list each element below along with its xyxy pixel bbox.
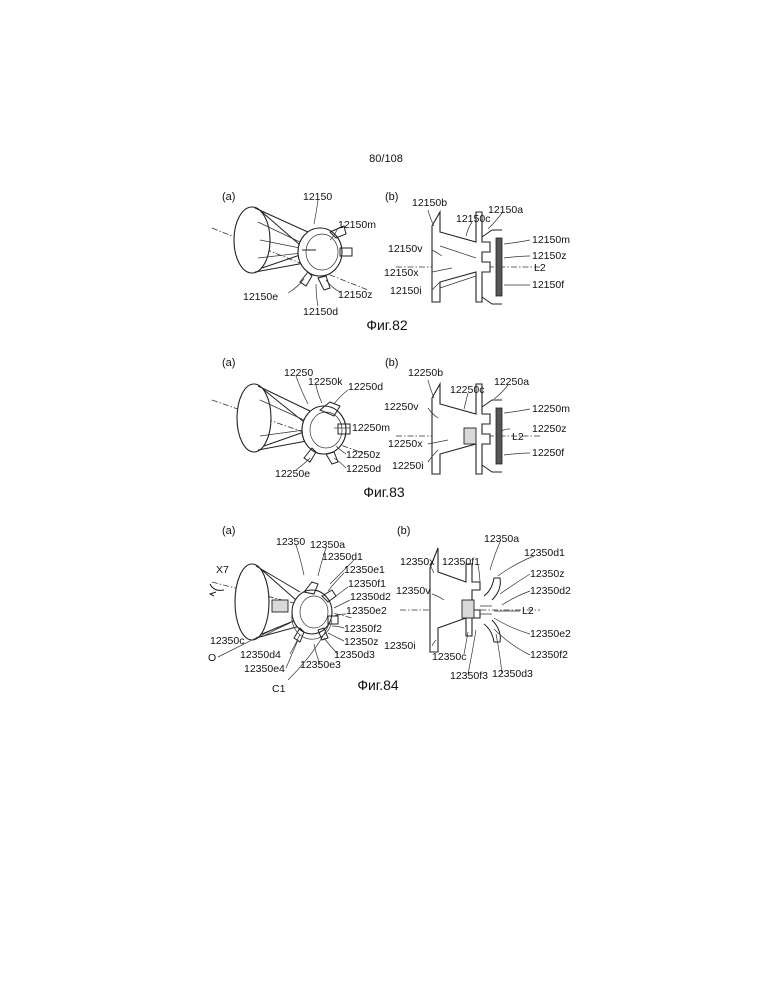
figure-82 xyxy=(212,207,540,304)
fig82b-label: 12150z xyxy=(532,250,566,262)
fig83b-label: 12250a xyxy=(494,376,529,388)
fig84a-label: X7 xyxy=(216,564,229,576)
fig84b-label: 12350x xyxy=(400,556,435,568)
fig84a-label: C1 xyxy=(272,683,286,695)
fig83b-label: 12250m xyxy=(532,403,570,415)
page-number: 80/108 xyxy=(369,153,403,165)
fig82b-label: 12150v xyxy=(388,243,423,255)
fig83a-label: 12250e xyxy=(275,468,310,480)
fig83b-label: 12250i xyxy=(392,460,424,472)
fig82a-label: 12150z xyxy=(338,289,372,301)
fig83b-label: 12250c xyxy=(450,384,484,396)
fig83b-label: L2 xyxy=(512,431,524,443)
fig84a-label: 12350z xyxy=(344,636,378,648)
fig83-panel-b-tag: (b) xyxy=(385,357,398,369)
fig84a-label: 12350e4 xyxy=(244,663,285,675)
fig83b-label: 12250z xyxy=(532,423,566,435)
fig84b-label: 12350i xyxy=(384,640,416,652)
fig82a-label: 12150d xyxy=(303,306,338,318)
fig83b-label: 12250f xyxy=(532,447,564,459)
fig84a-label: 12350e1 xyxy=(344,564,385,576)
fig84b-label: 12350f1 xyxy=(442,556,480,568)
fig82b-label: 12150f xyxy=(532,279,564,291)
fig84a-label: 12350f2 xyxy=(344,623,382,635)
fig83a-label: 12250m xyxy=(352,422,390,434)
fig83b-label: 12250b xyxy=(408,367,443,379)
fig84a-label: 12350e3 xyxy=(300,659,341,671)
fig84b-label: 12350f2 xyxy=(530,649,568,661)
fig82a-label: 12150 xyxy=(303,191,332,203)
fig83a-label: 12250k xyxy=(308,376,343,388)
fig84b-label: 12350a xyxy=(484,533,519,545)
fig82b-label: 12150m xyxy=(532,234,570,246)
fig83a-label: 12250d xyxy=(346,463,381,475)
fig83-panel-a-tag: (a) xyxy=(222,357,235,369)
fig83a-label: 12250z xyxy=(346,449,380,461)
fig82b-label: 12150b xyxy=(412,197,447,209)
fig84-caption: Фиг.84 xyxy=(357,677,399,693)
fig82-caption: Фиг.82 xyxy=(366,317,408,333)
fig84a-label: 12350 xyxy=(276,536,305,548)
fig82b-label: 12150x xyxy=(384,267,419,279)
fig83-caption: Фиг.83 xyxy=(363,484,405,500)
fig84b-label: 12350z xyxy=(530,568,564,580)
fig82b-label: 12150i xyxy=(390,285,422,297)
fig84a-label: 12350d1 xyxy=(322,551,363,563)
fig83b-label: 12250v xyxy=(384,401,419,413)
fig82b-label: L2 xyxy=(534,262,546,274)
fig84-panel-a-tag: (a) xyxy=(222,525,235,537)
fig82a-label: 12150m xyxy=(338,219,376,231)
fig82a-label: 12150e xyxy=(243,291,278,303)
fig84b-label: 12350e2 xyxy=(530,628,571,640)
fig84a-label: O xyxy=(208,652,216,664)
fig84a-label: 12350f1 xyxy=(348,578,386,590)
fig84b-label: 12350d1 xyxy=(524,547,565,559)
fig84b-label: 12350d2 xyxy=(530,585,571,597)
fig82b-label: 12150c xyxy=(456,213,490,225)
fig82-panel-a-tag: (a) xyxy=(222,191,235,203)
fig84b-label: 12350c xyxy=(432,651,466,663)
fig83a-label: 12250d xyxy=(348,381,383,393)
fig84b-label: 12350d3 xyxy=(492,668,533,680)
fig84a-label: 12350d2 xyxy=(350,591,391,603)
fig84a-label: 12350a xyxy=(310,539,345,551)
fig83b-label: 12250x xyxy=(388,438,423,450)
fig84a-label: 12350d4 xyxy=(240,649,281,661)
fig82-panel-b-tag: (b) xyxy=(385,191,398,203)
fig84b-label: 12350f3 xyxy=(450,670,488,682)
fig84b-label: 12350v xyxy=(396,585,431,597)
fig84b-label: L2 xyxy=(522,605,534,617)
fig82b-label: 12150a xyxy=(488,204,523,216)
fig84-panel-b-tag: (b) xyxy=(397,525,410,537)
fig84-panel-a-drawing xyxy=(210,564,352,642)
fig84a-label: 12350e2 xyxy=(346,605,387,617)
fig84a-label: 12350c xyxy=(210,635,244,647)
